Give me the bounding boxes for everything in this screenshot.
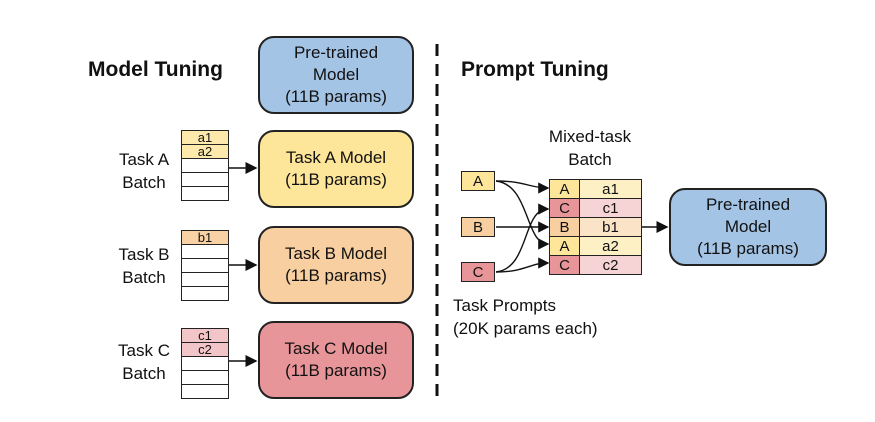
line: Pre-trained xyxy=(293,43,379,62)
line: Task B Model xyxy=(284,244,388,263)
batch-row: a2 xyxy=(181,144,229,159)
line: Mixed-task xyxy=(548,127,632,146)
batch-task-cell: A xyxy=(549,179,580,199)
task-b-batch-label: Task B Batch xyxy=(112,243,176,289)
batch-value-cell: a1 xyxy=(579,179,642,199)
line: Task C xyxy=(118,341,170,360)
line: (11B params) xyxy=(285,361,387,380)
batch-value-cell: c2 xyxy=(579,255,642,275)
line: Pre-trained xyxy=(705,195,791,214)
batch-row-empty xyxy=(181,384,229,399)
line: (11B params) xyxy=(285,87,387,106)
batch-row-empty xyxy=(181,272,229,287)
task-c-batch-label: Task C Batch xyxy=(112,339,176,385)
line: (11B params) xyxy=(697,239,799,258)
batch-value-cell: a2 xyxy=(579,236,642,256)
model-tuning-title: Model Tuning xyxy=(88,58,223,81)
line: Task B xyxy=(118,245,170,264)
right-pretrained-model-box: Pre-trained Model (11B params) xyxy=(669,188,827,266)
line: (11B params) xyxy=(285,170,387,189)
batch-row: a1 xyxy=(181,130,229,145)
line: Task A Model xyxy=(285,148,387,167)
left-pretrained-model-box: Pre-trained Model (11B params) xyxy=(258,36,414,114)
batch-task-cell: A xyxy=(549,236,580,256)
task-prompts-label: Task Prompts (20K params each) xyxy=(453,294,598,340)
batch-row-empty xyxy=(181,244,229,259)
line: (11B params) xyxy=(285,266,387,285)
batch-row-empty xyxy=(181,356,229,371)
mixed-task-batch-label: Mixed-task Batch xyxy=(525,125,655,171)
batch-task-cell: C xyxy=(549,255,580,275)
line: Batch xyxy=(568,150,612,169)
task-c-model-box: Task C Model (11B params) xyxy=(258,321,414,399)
task-prompt-b: B xyxy=(461,217,495,237)
line: (20K params each) xyxy=(453,319,598,338)
curve-c-2 xyxy=(495,257,550,273)
batch-row-empty xyxy=(181,172,229,187)
batch-value-cell: c1 xyxy=(579,198,642,218)
line: Batch xyxy=(122,364,166,383)
line: Task C Model xyxy=(284,339,388,358)
line: Batch xyxy=(122,173,166,192)
curve-a-1 xyxy=(495,180,550,194)
batch-row-empty xyxy=(181,370,229,385)
task-a-batch-label: Task A Batch xyxy=(112,148,176,194)
batch-row-empty xyxy=(181,286,229,301)
batch-value-cell: b1 xyxy=(579,217,642,237)
task-prompt-a: A xyxy=(461,171,495,191)
line: Task A xyxy=(118,150,170,169)
batch-task-cell: C xyxy=(549,198,580,218)
batch-task-cell: B xyxy=(549,217,580,237)
task-a-model-box: Task A Model (11B params) xyxy=(258,130,414,208)
curve-c-1 xyxy=(495,203,550,273)
prompt-tuning-title: Prompt Tuning xyxy=(461,58,609,81)
batch-row: b1 xyxy=(181,230,229,245)
batch-row-empty xyxy=(181,158,229,173)
task-b-model-box: Task B Model (11B params) xyxy=(258,226,414,304)
curve-a-2 xyxy=(495,180,550,250)
line: Task Prompts xyxy=(453,296,556,315)
line: Batch xyxy=(122,268,166,287)
batch-row-empty xyxy=(181,186,229,201)
batch-row: c2 xyxy=(181,342,229,357)
line: Model xyxy=(312,65,360,84)
task-prompt-c: C xyxy=(461,262,495,282)
line: Model xyxy=(724,217,772,236)
batch-row: c1 xyxy=(181,328,229,343)
batch-row-empty xyxy=(181,258,229,273)
